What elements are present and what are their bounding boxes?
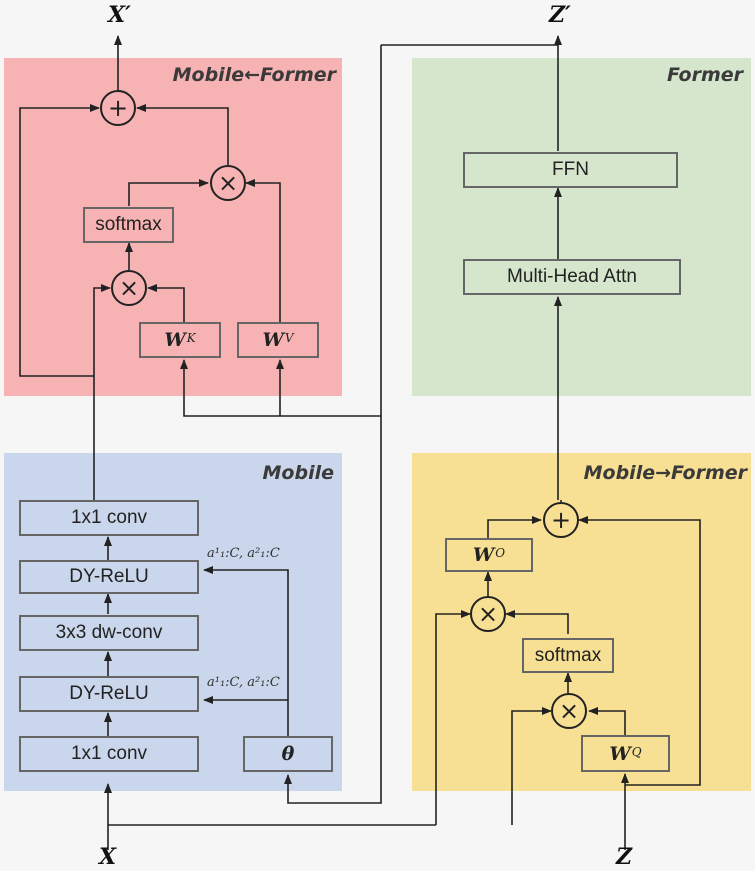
softmax-box: softmax (83, 207, 174, 243)
dw-conv-box: 3x3 dw-conv (19, 615, 199, 651)
former-panel (412, 58, 751, 396)
dyrelu-bottom-box: DY-ReLU (19, 676, 199, 712)
conv1x1-bottom-box: 1x1 conv (19, 736, 199, 772)
multi-head-attention-box: Multi-Head Attn (463, 259, 681, 295)
wv-superscript: V (284, 331, 294, 345)
add-operator: + (543, 502, 579, 538)
dyrelu-top-box: DY-ReLU (19, 560, 199, 594)
wo-superscript: O (495, 546, 506, 560)
theta-box: θ (243, 736, 333, 772)
multiply-operator: × (210, 165, 246, 201)
softmax-box: softmax (522, 638, 614, 673)
dyrelu-coefficients-label: a¹₁:C, a²₁:C (207, 546, 280, 561)
mobile-to-former-title: Mobile→Former (583, 462, 747, 484)
conv1x1-top-box: 1x1 conv (19, 500, 199, 536)
ffn-box: FFN (463, 152, 678, 188)
wo-symbol: W (472, 544, 495, 566)
mobile-to-former-panel (412, 453, 751, 791)
add-operator: + (100, 90, 136, 126)
mobile-title: Mobile (262, 462, 334, 484)
dyrelu-coefficients-label: a¹₁:C, a²₁:C (207, 675, 280, 690)
x-prime-output-label: X′ (108, 2, 131, 28)
wk-symbol: W (164, 329, 186, 351)
multiply-operator: × (111, 270, 147, 306)
x-input-label: X (99, 844, 117, 870)
wk-superscript: K (186, 331, 196, 345)
wv-symbol: W (262, 329, 284, 351)
mobile-panel (4, 453, 342, 791)
mobile-former-title: Mobile←Former (172, 64, 336, 86)
wq-symbol: W (609, 742, 631, 765)
multiply-operator: × (470, 596, 506, 632)
multiply-operator: × (551, 693, 587, 729)
former-title: Former (667, 64, 743, 86)
z-prime-output-label: Z′ (549, 2, 571, 28)
wq-superscript: Q (631, 744, 642, 759)
z-input-label: Z (616, 844, 633, 870)
